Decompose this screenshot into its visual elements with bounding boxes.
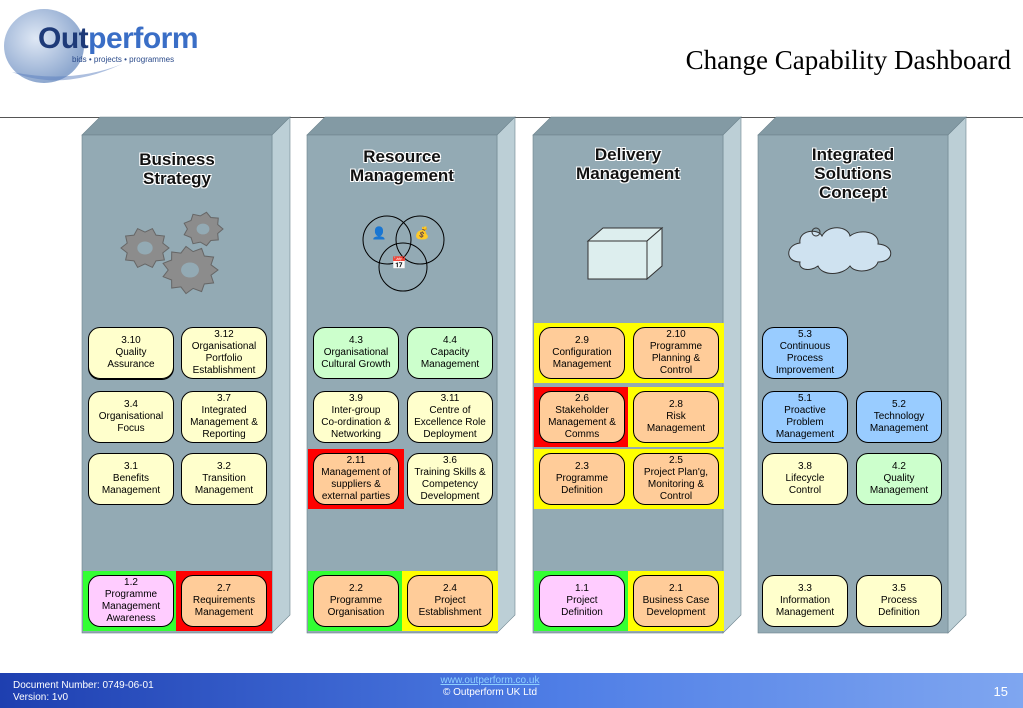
capability-tile[interactable]: 2.2 Programme Organisation xyxy=(313,575,399,627)
capability-tile[interactable]: 4.2 Quality Management xyxy=(856,453,942,505)
capability-tile[interactable]: 2.9 Configuration Management xyxy=(539,327,625,379)
column-title: Business Strategy xyxy=(139,150,215,188)
gears-icon xyxy=(120,211,224,295)
venn-glyph: 👤 xyxy=(371,226,387,240)
capability-tile[interactable]: 1.1 Project Definition xyxy=(539,575,625,627)
capability-tile[interactable]: 3.2 Transition Management xyxy=(181,453,267,505)
column-panel xyxy=(306,116,516,634)
capability-tile[interactable]: 3.5 Process Definition xyxy=(856,575,942,627)
capability-tile[interactable]: 4.3 Organisational Cultural Growth xyxy=(313,327,399,379)
capability-tile[interactable]: 3.11 Centre of Excellence Role Deploymen… xyxy=(407,391,493,443)
column-panel xyxy=(757,116,967,634)
copyright: © Outperform UK Ltd xyxy=(442,687,538,698)
document-version: Version: 1v0 xyxy=(13,692,69,703)
column-panel xyxy=(81,116,291,634)
capability-tile[interactable]: 2.3 Programme Definition xyxy=(539,453,625,505)
document-number: Document Number: 0749-06-01 xyxy=(13,680,154,691)
capability-tile[interactable]: 3.4 Organisational Focus xyxy=(88,391,174,443)
capability-tile[interactable]: 3.7 Integrated Management & Reporting xyxy=(181,391,267,443)
box-icon xyxy=(586,226,664,281)
capability-tile[interactable]: 5.1 Proactive Problem Management xyxy=(762,391,848,443)
capability-tile[interactable]: 2.7 Requirements Management xyxy=(181,575,267,627)
capability-tile[interactable]: 2.1 Business Case Development xyxy=(633,575,719,627)
capability-tile[interactable]: 3.10 Quality Assurance xyxy=(88,327,174,379)
capability-tile[interactable]: 2.10 Programme Planning & Control xyxy=(633,327,719,379)
capability-tile[interactable]: 3.1 Benefits Management xyxy=(88,453,174,505)
logo-swoosh-icon xyxy=(4,9,122,83)
venn-glyph: 📅 xyxy=(391,256,407,270)
column-panel xyxy=(532,116,742,634)
capability-tile[interactable]: 2.4 Project Establishment xyxy=(407,575,493,627)
capability-tile[interactable]: 3.9 Inter-group Co-ordination & Networki… xyxy=(313,391,399,443)
capability-tile[interactable]: 3.12 Organisational Portfolio Establishm… xyxy=(181,327,267,379)
capability-tile[interactable]: 5.2 Technology Management xyxy=(856,391,942,443)
column-title: Delivery Management xyxy=(576,145,680,183)
capability-tile[interactable]: 3.6 Training Skills & Competency Develop… xyxy=(407,453,493,505)
venn-glyph: 💰 xyxy=(414,226,430,240)
column-title: Integrated Solutions Concept xyxy=(811,145,895,202)
logo-tagline: bids • projects • programmes xyxy=(72,55,175,64)
capability-tile[interactable]: 2.8 Risk Management xyxy=(633,391,719,443)
capability-tile[interactable]: 3.8 Lifecycle Control xyxy=(762,453,848,505)
column-title: Resource Management xyxy=(350,147,454,185)
page-title: Change Capability Dashboard xyxy=(685,45,1011,75)
page-number: 15 xyxy=(993,684,1008,699)
logo-wordmark: Outperform xyxy=(38,22,199,55)
capability-tile[interactable]: 5.3 Continuous Process Improvement xyxy=(762,327,848,379)
website-link[interactable]: www.outperform.co.uk xyxy=(440,675,540,686)
outperform-logo: Outperform bids • projects • programmes xyxy=(2,2,202,83)
capability-tile[interactable]: 2.6 Stakeholder Management & Comms xyxy=(539,391,625,443)
capability-tile[interactable]: 4.4 Capacity Management xyxy=(407,327,493,379)
footer-center: www.outperform.co.uk © Outperform UK Ltd xyxy=(440,675,540,699)
footer-document-info: Document Number: 0749-06-01 Version: 1v0 xyxy=(13,680,154,704)
capability-tile[interactable]: 1.2 Programme Management Awareness xyxy=(88,575,174,627)
venn-icon xyxy=(362,215,445,292)
footer: Document Number: 0749-06-01 Version: 1v0… xyxy=(0,673,1023,708)
capability-tile[interactable]: 3.3 Information Management xyxy=(762,575,848,627)
capability-tile[interactable]: 2.5 Project Plan'g, Monitoring & Control xyxy=(633,453,719,505)
capability-tile[interactable]: 2.11 Management of suppliers & external … xyxy=(313,453,399,505)
cloud-icon xyxy=(788,227,892,274)
